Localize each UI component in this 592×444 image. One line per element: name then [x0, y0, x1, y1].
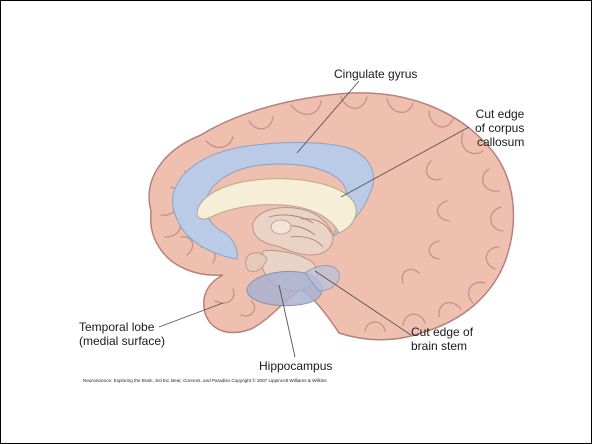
label-brain-stem: Cut edge of brain stem	[411, 325, 473, 353]
label-temporal-lobe: Temporal lobe (medial surface)	[79, 320, 165, 348]
thalamus	[271, 220, 291, 234]
label-cingulate-gyrus: Cingulate gyrus	[334, 67, 417, 81]
label-hippocampus: Hippocampus	[259, 359, 332, 373]
label-corpus-callosum: Cut edge of corpus callosum	[475, 107, 524, 149]
copyright-credit: Neuroscience: Exploring the Brain, 3rd E…	[83, 378, 327, 384]
